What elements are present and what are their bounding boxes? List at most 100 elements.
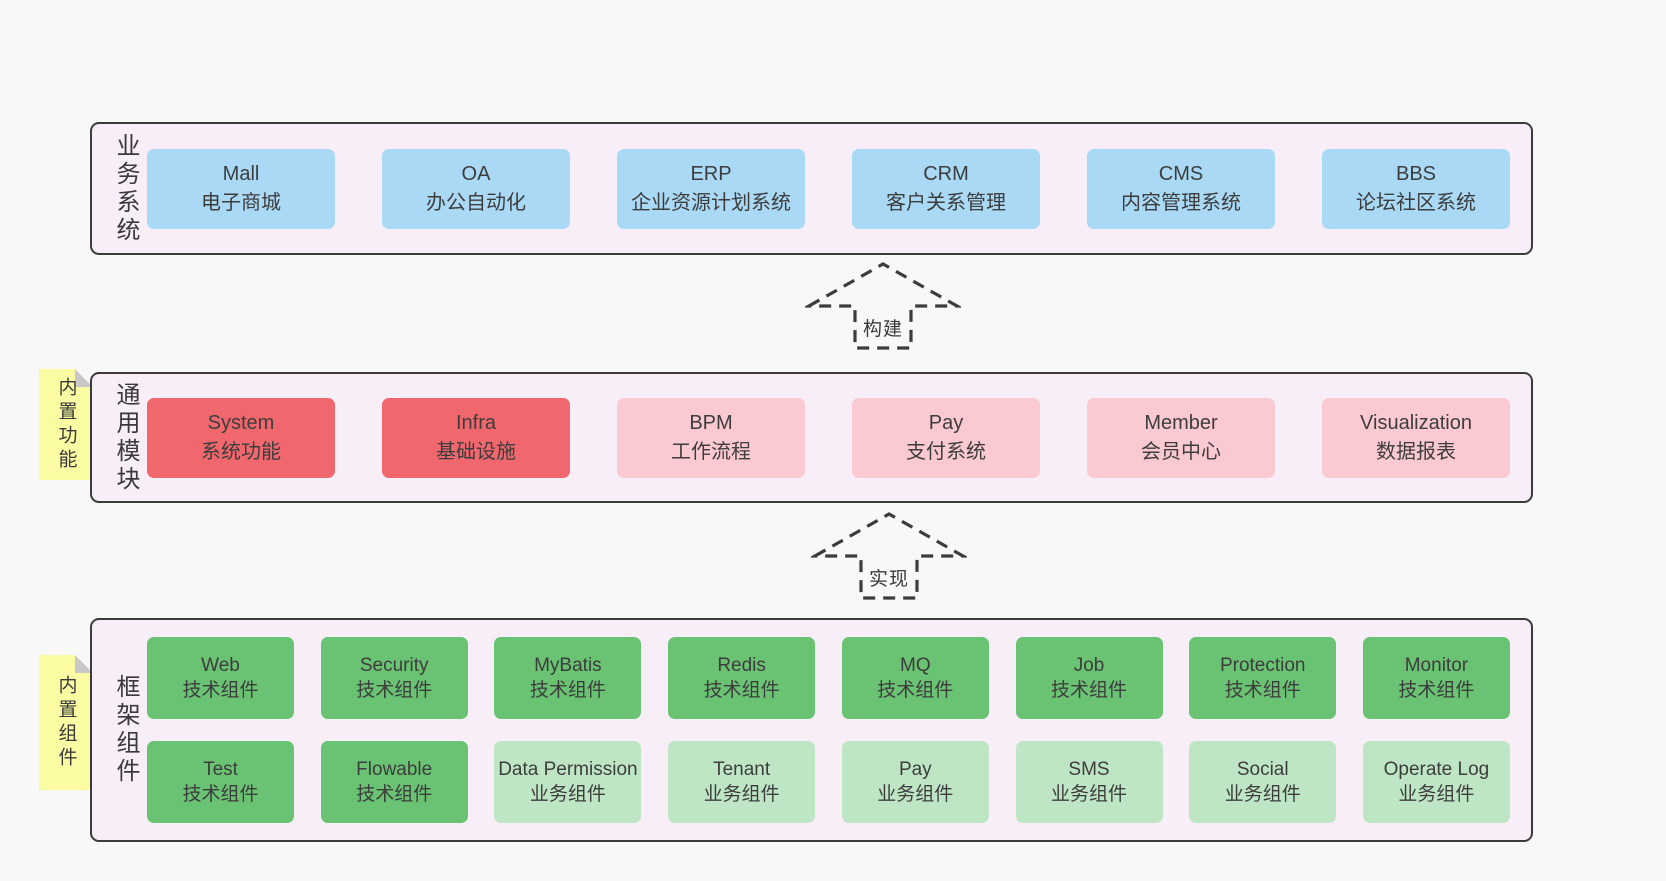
box-pay-component: Pay 业务组件 bbox=[841, 741, 989, 823]
box-web: Web 技术组件 bbox=[147, 637, 294, 719]
box-name: MyBatis bbox=[534, 654, 602, 676]
box-sms: SMS 业务组件 bbox=[1015, 741, 1163, 823]
box-test: Test 技术组件 bbox=[147, 741, 294, 823]
box-name: Infra bbox=[455, 411, 497, 434]
box-name: MQ bbox=[900, 654, 931, 676]
box-desc: 工作流程 bbox=[671, 440, 751, 463]
layer-framework-components: 框架组件 Web 技术组件 Security 技术组件 MyBatis 技术组件… bbox=[90, 618, 1533, 842]
implement-arrow-icon: 实现 bbox=[811, 508, 967, 600]
note-built-in-components: 内置组件 bbox=[39, 655, 93, 790]
box-pay-module: Pay 支付系统 bbox=[852, 397, 1040, 478]
box-name: ERP bbox=[690, 162, 732, 185]
box-name: Monitor bbox=[1404, 654, 1469, 676]
box-flowable: Flowable 技术组件 bbox=[320, 741, 468, 823]
box-name: System bbox=[207, 411, 275, 434]
box-mq: MQ 技术组件 bbox=[841, 637, 989, 719]
box-desc: 技术组件 bbox=[182, 680, 259, 701]
box-desc: 数据报表 bbox=[1376, 440, 1456, 463]
build-arrow-label: 构建 bbox=[859, 314, 907, 341]
box-crm: CRM 客户关系管理 bbox=[852, 148, 1040, 229]
box-desc: 业务组件 bbox=[703, 784, 780, 805]
layer-label-business: 业务系统 bbox=[112, 132, 139, 245]
box-desc: 企业资源计划系统 bbox=[631, 191, 791, 214]
box-name: Social bbox=[1236, 758, 1289, 780]
box-desc: 业务组件 bbox=[1051, 784, 1128, 805]
box-redis: Redis 技术组件 bbox=[668, 637, 816, 719]
box-bpm: BPM 工作流程 bbox=[617, 397, 805, 478]
box-desc: 办公自动化 bbox=[426, 191, 526, 214]
box-tenant: Tenant 业务组件 bbox=[668, 741, 816, 823]
box-bbs: BBS 论坛社区系统 bbox=[1322, 148, 1510, 229]
box-desc: 技术组件 bbox=[877, 680, 954, 701]
box-desc: 技术组件 bbox=[356, 680, 433, 701]
box-desc: 业务组件 bbox=[1224, 784, 1301, 805]
components-row-1: Web 技术组件 Security 技术组件 MyBatis 技术组件 Redi… bbox=[147, 637, 1510, 719]
box-name: Tenant bbox=[713, 758, 771, 780]
box-desc: 业务组件 bbox=[529, 784, 606, 805]
up-arrow-dashed-icon bbox=[811, 512, 967, 600]
box-desc: 技术组件 bbox=[703, 680, 780, 701]
box-desc: 业务组件 bbox=[877, 784, 954, 805]
components-row-2: Test 技术组件 Flowable 技术组件 Data Permission … bbox=[147, 741, 1510, 823]
box-name: CRM bbox=[923, 162, 969, 185]
box-security: Security 技术组件 bbox=[320, 637, 468, 719]
box-desc: 论坛社区系统 bbox=[1356, 191, 1476, 214]
layer-business-systems: 业务系统 Mall 电子商城 OA 办公自动化 ERP 企业资源计划系统 CRM… bbox=[90, 122, 1533, 255]
box-name: Data Permission bbox=[498, 758, 638, 780]
box-social: Social 业务组件 bbox=[1189, 741, 1337, 823]
box-name: OA bbox=[461, 162, 491, 185]
box-infra: Infra 基础设施 bbox=[382, 397, 570, 478]
box-desc: 技术组件 bbox=[356, 784, 433, 805]
box-desc: 技术组件 bbox=[529, 680, 606, 701]
up-arrow-dashed-icon bbox=[805, 262, 961, 350]
build-arrow-icon: 构建 bbox=[805, 258, 961, 350]
box-name: Protection bbox=[1219, 654, 1306, 676]
note-built-in-features: 内置功能 bbox=[39, 369, 93, 480]
box-name: SMS bbox=[1068, 758, 1110, 780]
box-desc: 基础设施 bbox=[436, 440, 516, 463]
box-system: System 系统功能 bbox=[147, 397, 335, 478]
modules-box-row: System 系统功能 Infra 基础设施 BPM 工作流程 Pay 支付系统… bbox=[147, 374, 1510, 501]
box-desc: 客户关系管理 bbox=[886, 191, 1006, 214]
box-name: Visualization bbox=[1360, 411, 1472, 434]
business-box-row: Mall 电子商城 OA 办公自动化 ERP 企业资源计划系统 CRM 客户关系… bbox=[147, 124, 1510, 253]
box-visualization: Visualization 数据报表 bbox=[1322, 397, 1510, 478]
box-desc: 电子商城 bbox=[201, 191, 281, 214]
box-erp: ERP 企业资源计划系统 bbox=[617, 148, 805, 229]
box-monitor: Monitor 技术组件 bbox=[1362, 637, 1510, 719]
components-box-rows: Web 技术组件 Security 技术组件 MyBatis 技术组件 Redi… bbox=[147, 620, 1510, 840]
box-name: Operate Log bbox=[1383, 758, 1490, 780]
box-mall: Mall 电子商城 bbox=[147, 148, 335, 229]
implement-arrow-label: 实现 bbox=[865, 564, 913, 591]
box-cms: CMS 内容管理系统 bbox=[1087, 148, 1275, 229]
box-oa: OA 办公自动化 bbox=[382, 148, 570, 229]
box-job: Job 技术组件 bbox=[1015, 637, 1163, 719]
note-text: 内置组件 bbox=[55, 674, 77, 771]
box-name: Web bbox=[201, 654, 240, 676]
box-name: Pay bbox=[928, 411, 964, 434]
box-operate-log: Operate Log 业务组件 bbox=[1362, 741, 1510, 823]
box-data-permission: Data Permission 业务组件 bbox=[494, 741, 642, 823]
box-desc: 技术组件 bbox=[1398, 680, 1475, 701]
box-name: Pay bbox=[898, 758, 932, 780]
box-desc: 技术组件 bbox=[1051, 680, 1128, 701]
box-name: BBS bbox=[1395, 162, 1437, 185]
box-mybatis: MyBatis 技术组件 bbox=[494, 637, 642, 719]
layer-label-modules: 通用模块 bbox=[112, 381, 139, 494]
box-desc: 支付系统 bbox=[906, 440, 986, 463]
box-protection: Protection 技术组件 bbox=[1189, 637, 1337, 719]
box-desc: 系统功能 bbox=[201, 440, 281, 463]
box-desc: 会员中心 bbox=[1141, 440, 1221, 463]
layer-label-components: 框架组件 bbox=[112, 674, 139, 786]
box-name: Flowable bbox=[356, 758, 433, 780]
box-name: Job bbox=[1073, 654, 1105, 676]
box-desc: 技术组件 bbox=[182, 784, 259, 805]
box-name: Mall bbox=[222, 162, 260, 185]
box-name: Redis bbox=[717, 654, 766, 676]
box-desc: 业务组件 bbox=[1398, 784, 1475, 805]
note-text: 内置功能 bbox=[55, 376, 77, 473]
box-name: CMS bbox=[1158, 162, 1204, 185]
box-member: Member 会员中心 bbox=[1087, 397, 1275, 478]
layer-common-modules: 通用模块 System 系统功能 Infra 基础设施 BPM 工作流程 Pay… bbox=[90, 372, 1533, 503]
